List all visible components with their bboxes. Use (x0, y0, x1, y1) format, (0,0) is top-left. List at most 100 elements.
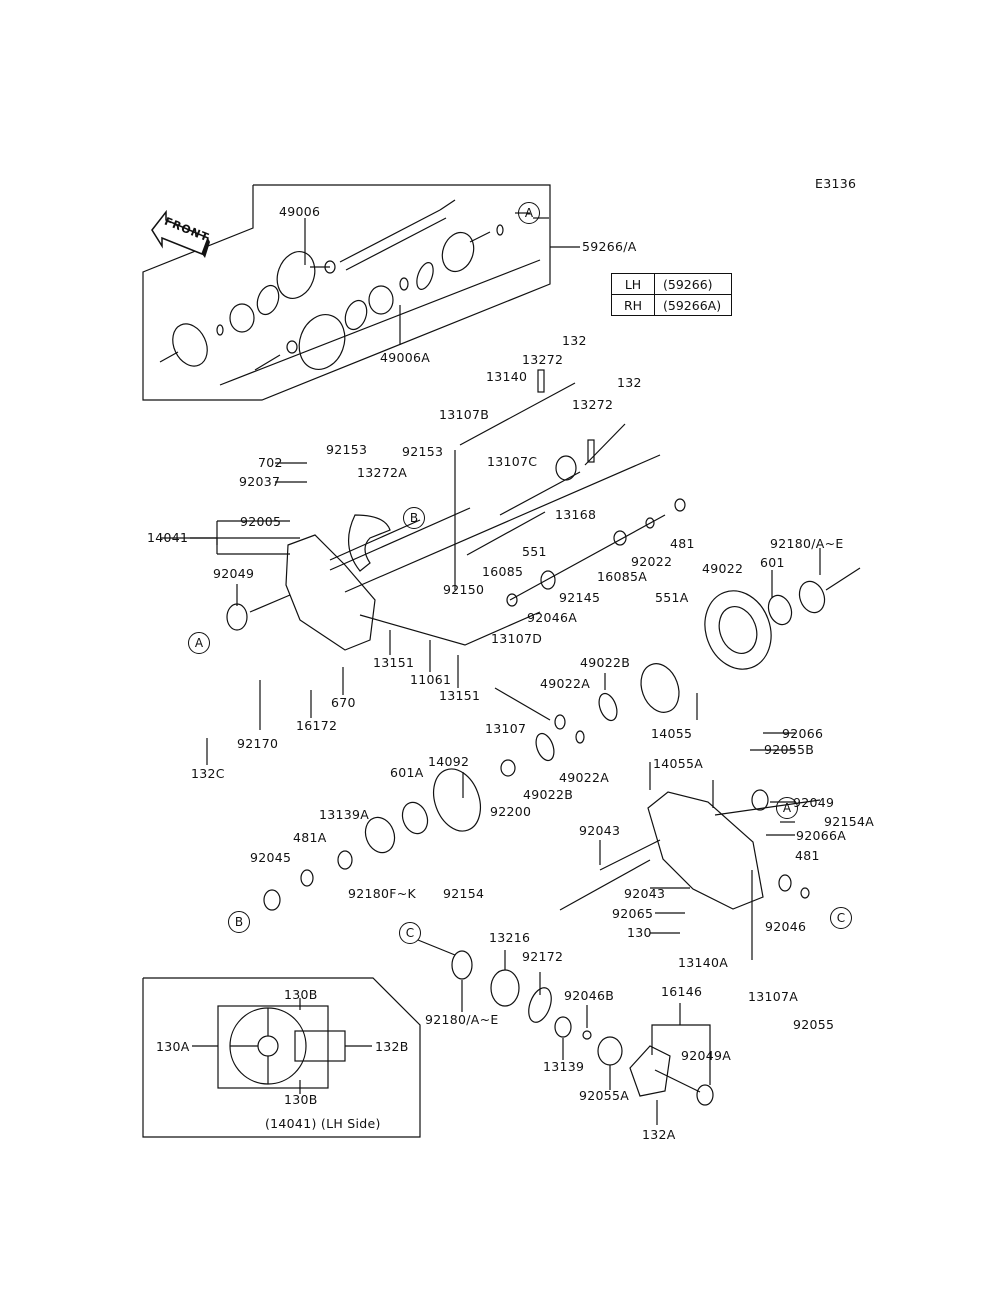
part-label[interactable]: 13107C (487, 454, 538, 469)
part-label[interactable]: 92180F~K (348, 886, 417, 901)
part-label[interactable]: 132C (191, 766, 225, 781)
part-label[interactable]: 14055 (651, 726, 693, 741)
part-label[interactable]: 59266/A (582, 239, 637, 254)
part-label[interactable]: 92005 (240, 514, 282, 529)
part-label[interactable]: 92170 (237, 736, 279, 751)
variant-part: (59266) (654, 273, 732, 295)
shift-parts-art (454, 369, 686, 607)
callout-c: C (399, 922, 421, 944)
part-label[interactable]: 132 (617, 375, 642, 390)
part-label[interactable]: 13151 (439, 688, 481, 703)
part-label[interactable]: 49022 (702, 561, 744, 576)
part-label[interactable]: 13139A (319, 807, 370, 822)
part-label[interactable]: 481A (293, 830, 327, 845)
part-label[interactable]: 49006 (279, 204, 321, 219)
variant-row: LH (59266) (611, 273, 732, 295)
part-label[interactable]: 92043 (579, 823, 621, 838)
part-label[interactable]: 92055B (764, 742, 815, 757)
part-label[interactable]: 13272A (357, 465, 408, 480)
callout-b: B (228, 911, 250, 933)
part-label[interactable]: 481 (795, 848, 820, 863)
part-label[interactable]: 13151 (373, 655, 415, 670)
part-label[interactable]: 132A (642, 1127, 676, 1142)
part-label[interactable]: 92065 (612, 906, 654, 921)
part-label[interactable]: 13139 (543, 1059, 585, 1074)
part-label[interactable]: 132B (375, 1039, 409, 1054)
part-label[interactable]: 702 (258, 455, 283, 470)
part-label[interactable]: 92022 (631, 554, 673, 569)
part-label[interactable]: 92172 (522, 949, 564, 964)
part-label[interactable]: 130 (627, 925, 652, 940)
part-label[interactable]: 13272 (522, 352, 564, 367)
part-label[interactable]: 92066 (782, 726, 824, 741)
part-label[interactable]: 92154 (443, 886, 485, 901)
part-label[interactable]: 92045 (250, 850, 292, 865)
part-label[interactable]: 13140 (486, 369, 528, 384)
housing-14055A-art (559, 789, 821, 911)
part-label[interactable]: 13168 (555, 507, 597, 522)
part-label[interactable]: 92046A (527, 610, 578, 625)
part-label[interactable]: 49022B (523, 787, 574, 802)
part-label[interactable]: 92180/A~E (770, 536, 844, 551)
part-label[interactable]: 92049 (213, 566, 255, 581)
part-label[interactable]: 14041 (147, 530, 189, 545)
part-label[interactable]: 92154A (824, 814, 875, 829)
part-label[interactable]: 92066A (796, 828, 847, 843)
part-label[interactable]: 13216 (489, 930, 531, 945)
part-label[interactable]: 92200 (490, 804, 532, 819)
part-label[interactable]: 92043 (624, 886, 666, 901)
part-label[interactable]: 92180/A~E (425, 1012, 499, 1027)
part-label[interactable]: 16085A (597, 569, 648, 584)
part-label[interactable]: 130A (156, 1039, 190, 1054)
callout-a: A (776, 797, 798, 819)
part-label[interactable]: 481 (670, 536, 695, 551)
part-label[interactable]: 16172 (296, 718, 338, 733)
part-label[interactable]: 601A (390, 765, 424, 780)
part-label[interactable]: 49022A (559, 770, 610, 785)
part-label[interactable]: 130B (284, 987, 318, 1002)
callout-a: A (518, 202, 540, 224)
part-label[interactable]: 14055A (653, 756, 704, 771)
part-label[interactable]: 13107D (491, 631, 543, 646)
part-label[interactable]: 601 (760, 555, 785, 570)
diagram-code: E3136 (815, 176, 857, 191)
part-label[interactable]: 132 (562, 333, 587, 348)
part-label[interactable]: 13107A (748, 989, 799, 1004)
callout-b: B (403, 507, 425, 529)
part-label[interactable]: 92049 (793, 795, 835, 810)
part-label[interactable]: 92055A (579, 1088, 630, 1103)
variant-side: LH (611, 273, 655, 295)
part-label[interactable]: 92046 (765, 919, 807, 934)
part-label[interactable]: 92150 (443, 582, 485, 597)
part-label[interactable]: 49022B (580, 655, 631, 670)
part-label[interactable]: 13107B (439, 407, 490, 422)
part-label[interactable]: 551 (522, 544, 547, 559)
part-label[interactable]: 16146 (661, 984, 703, 999)
part-label[interactable]: 49022A (540, 676, 591, 691)
inset-caption: (14041) (LH Side) (265, 1116, 381, 1131)
part-label[interactable]: 49006A (380, 350, 431, 365)
part-label[interactable]: 670 (331, 695, 356, 710)
part-label[interactable]: 14092 (428, 754, 470, 769)
part-label[interactable]: 13272 (572, 397, 614, 412)
part-label[interactable]: 551A (655, 590, 689, 605)
part-label[interactable]: 92049A (681, 1048, 732, 1063)
variant-row: RH (59266A) (611, 294, 732, 316)
variant-side: RH (611, 294, 655, 316)
driveshaft-box (142, 184, 551, 401)
part-label[interactable]: 92055 (793, 1017, 835, 1032)
callout-a: A (188, 632, 210, 654)
part-label[interactable]: 13107 (485, 721, 527, 736)
output-parts-art (451, 950, 714, 1106)
part-label[interactable]: 13140A (678, 955, 729, 970)
part-label[interactable]: 92145 (559, 590, 601, 605)
part-label[interactable]: 92153 (326, 442, 368, 457)
part-label[interactable]: 92046B (564, 988, 615, 1003)
callout-c: C (830, 907, 852, 929)
part-label[interactable]: 92153 (402, 444, 444, 459)
part-label[interactable]: 130B (284, 1092, 318, 1107)
part-label[interactable]: 11061 (410, 672, 452, 687)
part-label[interactable]: 16085 (482, 564, 524, 579)
part-label[interactable]: 92037 (239, 474, 281, 489)
